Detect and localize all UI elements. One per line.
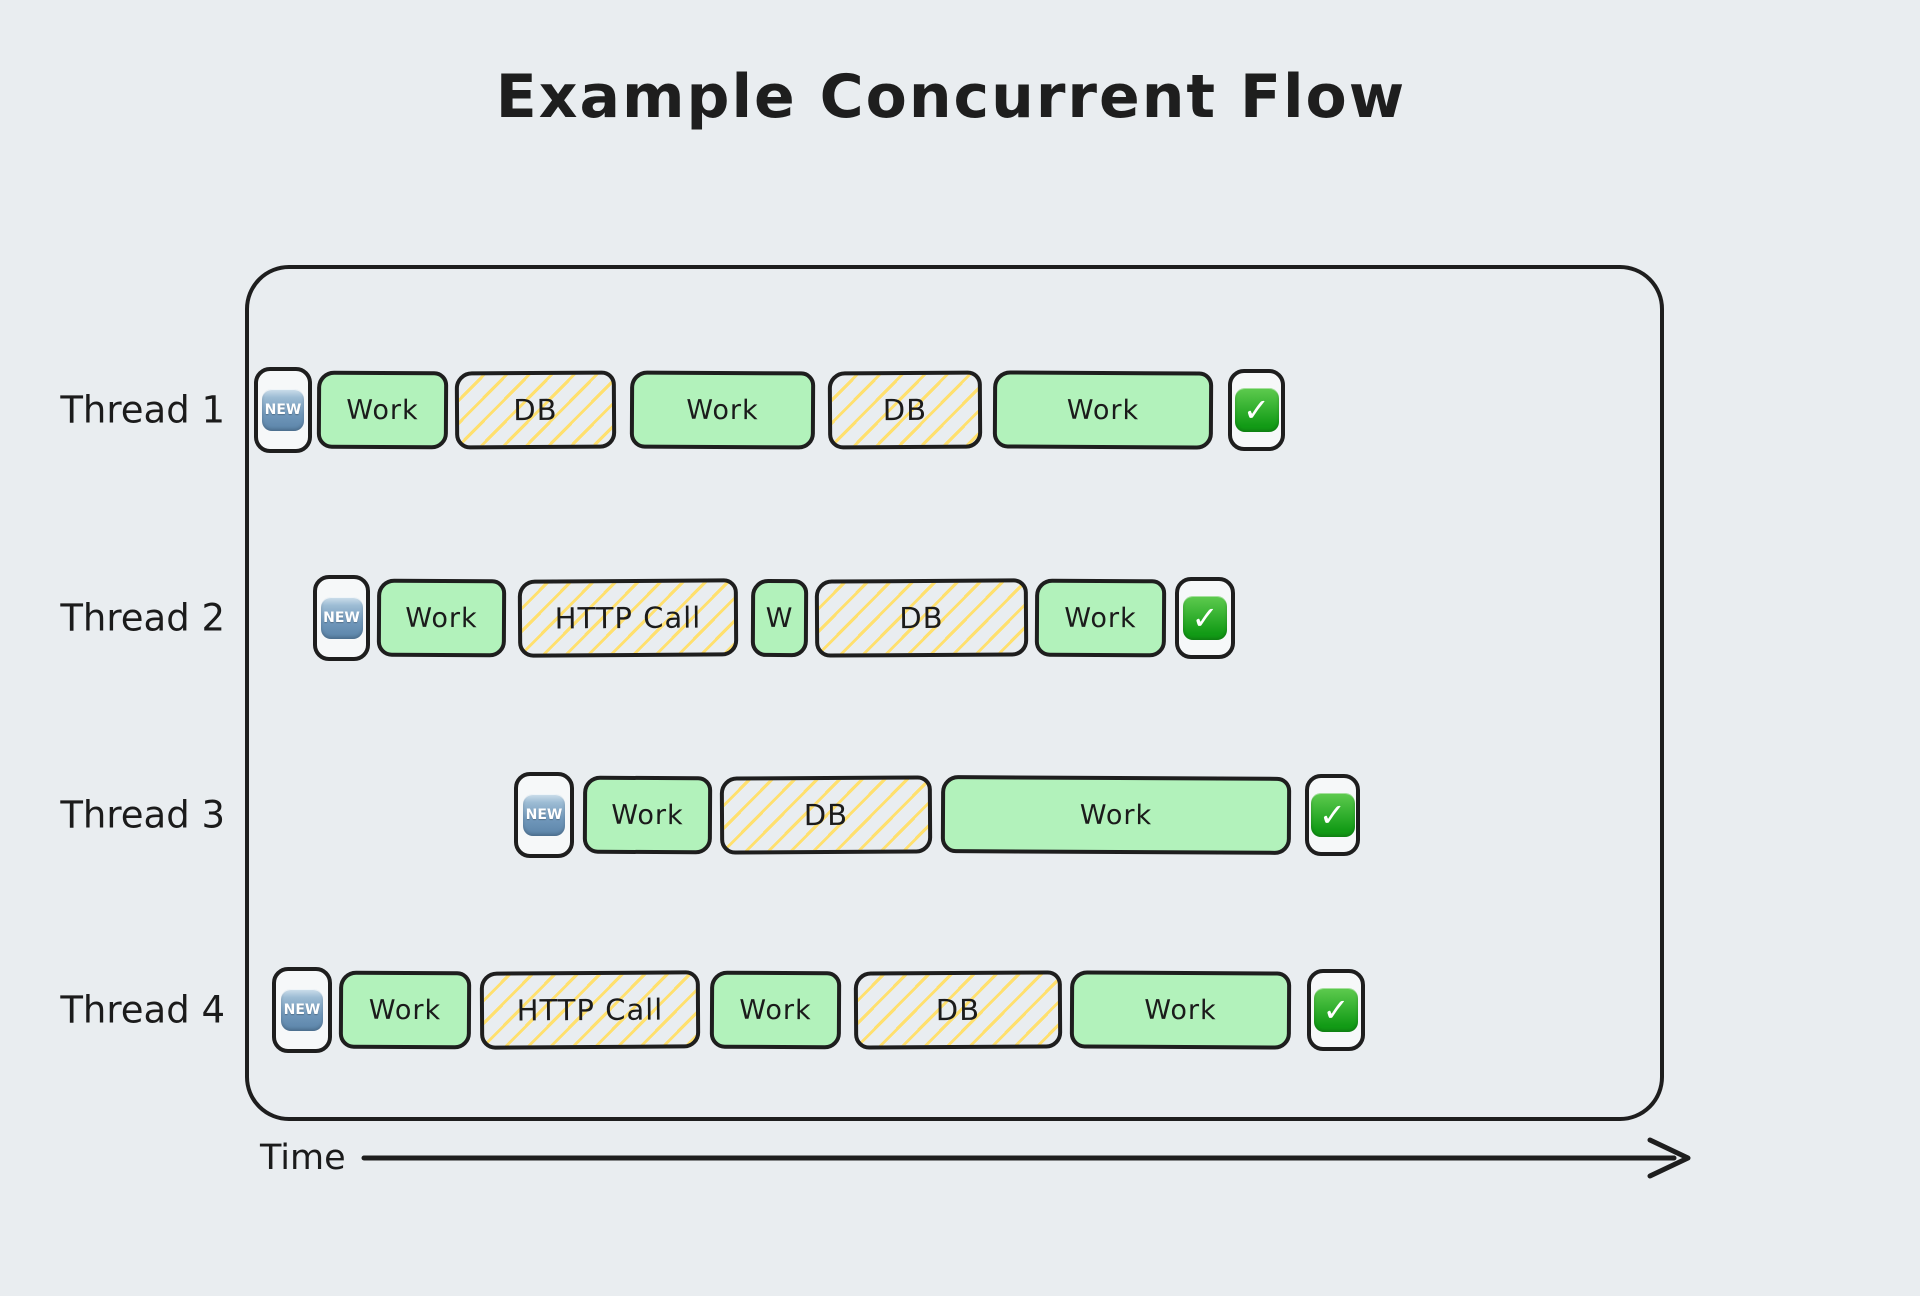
thread-2-label: Thread 2 [60,596,225,640]
thread-3-label: Thread 3 [60,793,225,837]
new-icon: NEW [320,597,363,639]
block-label: W [765,602,794,634]
work-block: Work [582,775,713,855]
new-icon: NEW [262,389,304,431]
io-block: DB [719,775,933,855]
new-badge-container: NEW [254,367,312,453]
new-icon: NEW [281,989,323,1031]
block-label: Work [686,394,759,426]
block-label: Work [739,994,812,1026]
block-label: HTTP Call [516,992,664,1028]
block-label: Work [346,394,419,426]
block-label: Work [611,799,684,831]
block-label: DB [899,600,944,636]
new-badge-container: NEW [514,772,574,858]
io-block: DB [454,370,617,450]
work-block: Work [338,970,472,1050]
check-icon: ✓ [1314,988,1358,1032]
block-label: Work [405,602,478,634]
block-label: DB [882,392,928,428]
block-label: Work [1064,602,1137,634]
block-label: HTTP Call [554,600,702,636]
block-label: DB [935,992,981,1028]
done-badge-container: ✓ [1307,969,1365,1051]
thread-1-label: Thread 1 [60,388,225,432]
work-block: Work [1069,970,1292,1050]
done-badge-container: ✓ [1175,577,1235,659]
block-label: DB [513,392,558,428]
io-block: HTTP Call [479,970,701,1050]
work-block: Work [709,970,842,1050]
time-axis-arrow [361,1137,1691,1179]
work-block: Work [992,370,1214,450]
time-axis-label: Time [260,1138,346,1178]
done-badge-container: ✓ [1228,369,1285,451]
work-block: W [750,578,809,658]
check-icon: ✓ [1183,596,1227,640]
check-icon: ✓ [1310,793,1355,837]
work-block: Work [629,370,816,450]
block-label: Work [1144,994,1217,1026]
page-title: Example Concurrent Flow [495,62,1407,132]
check-icon: ✓ [1234,388,1279,432]
new-badge-container: NEW [272,967,332,1053]
io-block: DB [814,578,1029,658]
io-block: DB [827,370,983,450]
block-label: Work [368,994,442,1026]
block-label: Work [1066,394,1140,426]
new-icon: NEW [523,794,565,836]
new-badge-container: NEW [313,575,370,661]
work-block: Work [316,370,449,450]
io-block: HTTP Call [517,578,739,658]
io-block: DB [853,970,1063,1050]
work-block: Work [376,578,507,658]
work-block: Work [940,775,1292,855]
block-label: Work [1079,799,1153,831]
thread-4-label: Thread 4 [60,988,225,1032]
flow-container [245,265,1664,1121]
block-label: DB [803,797,849,833]
work-block: Work [1034,578,1167,658]
done-badge-container: ✓ [1305,774,1360,856]
